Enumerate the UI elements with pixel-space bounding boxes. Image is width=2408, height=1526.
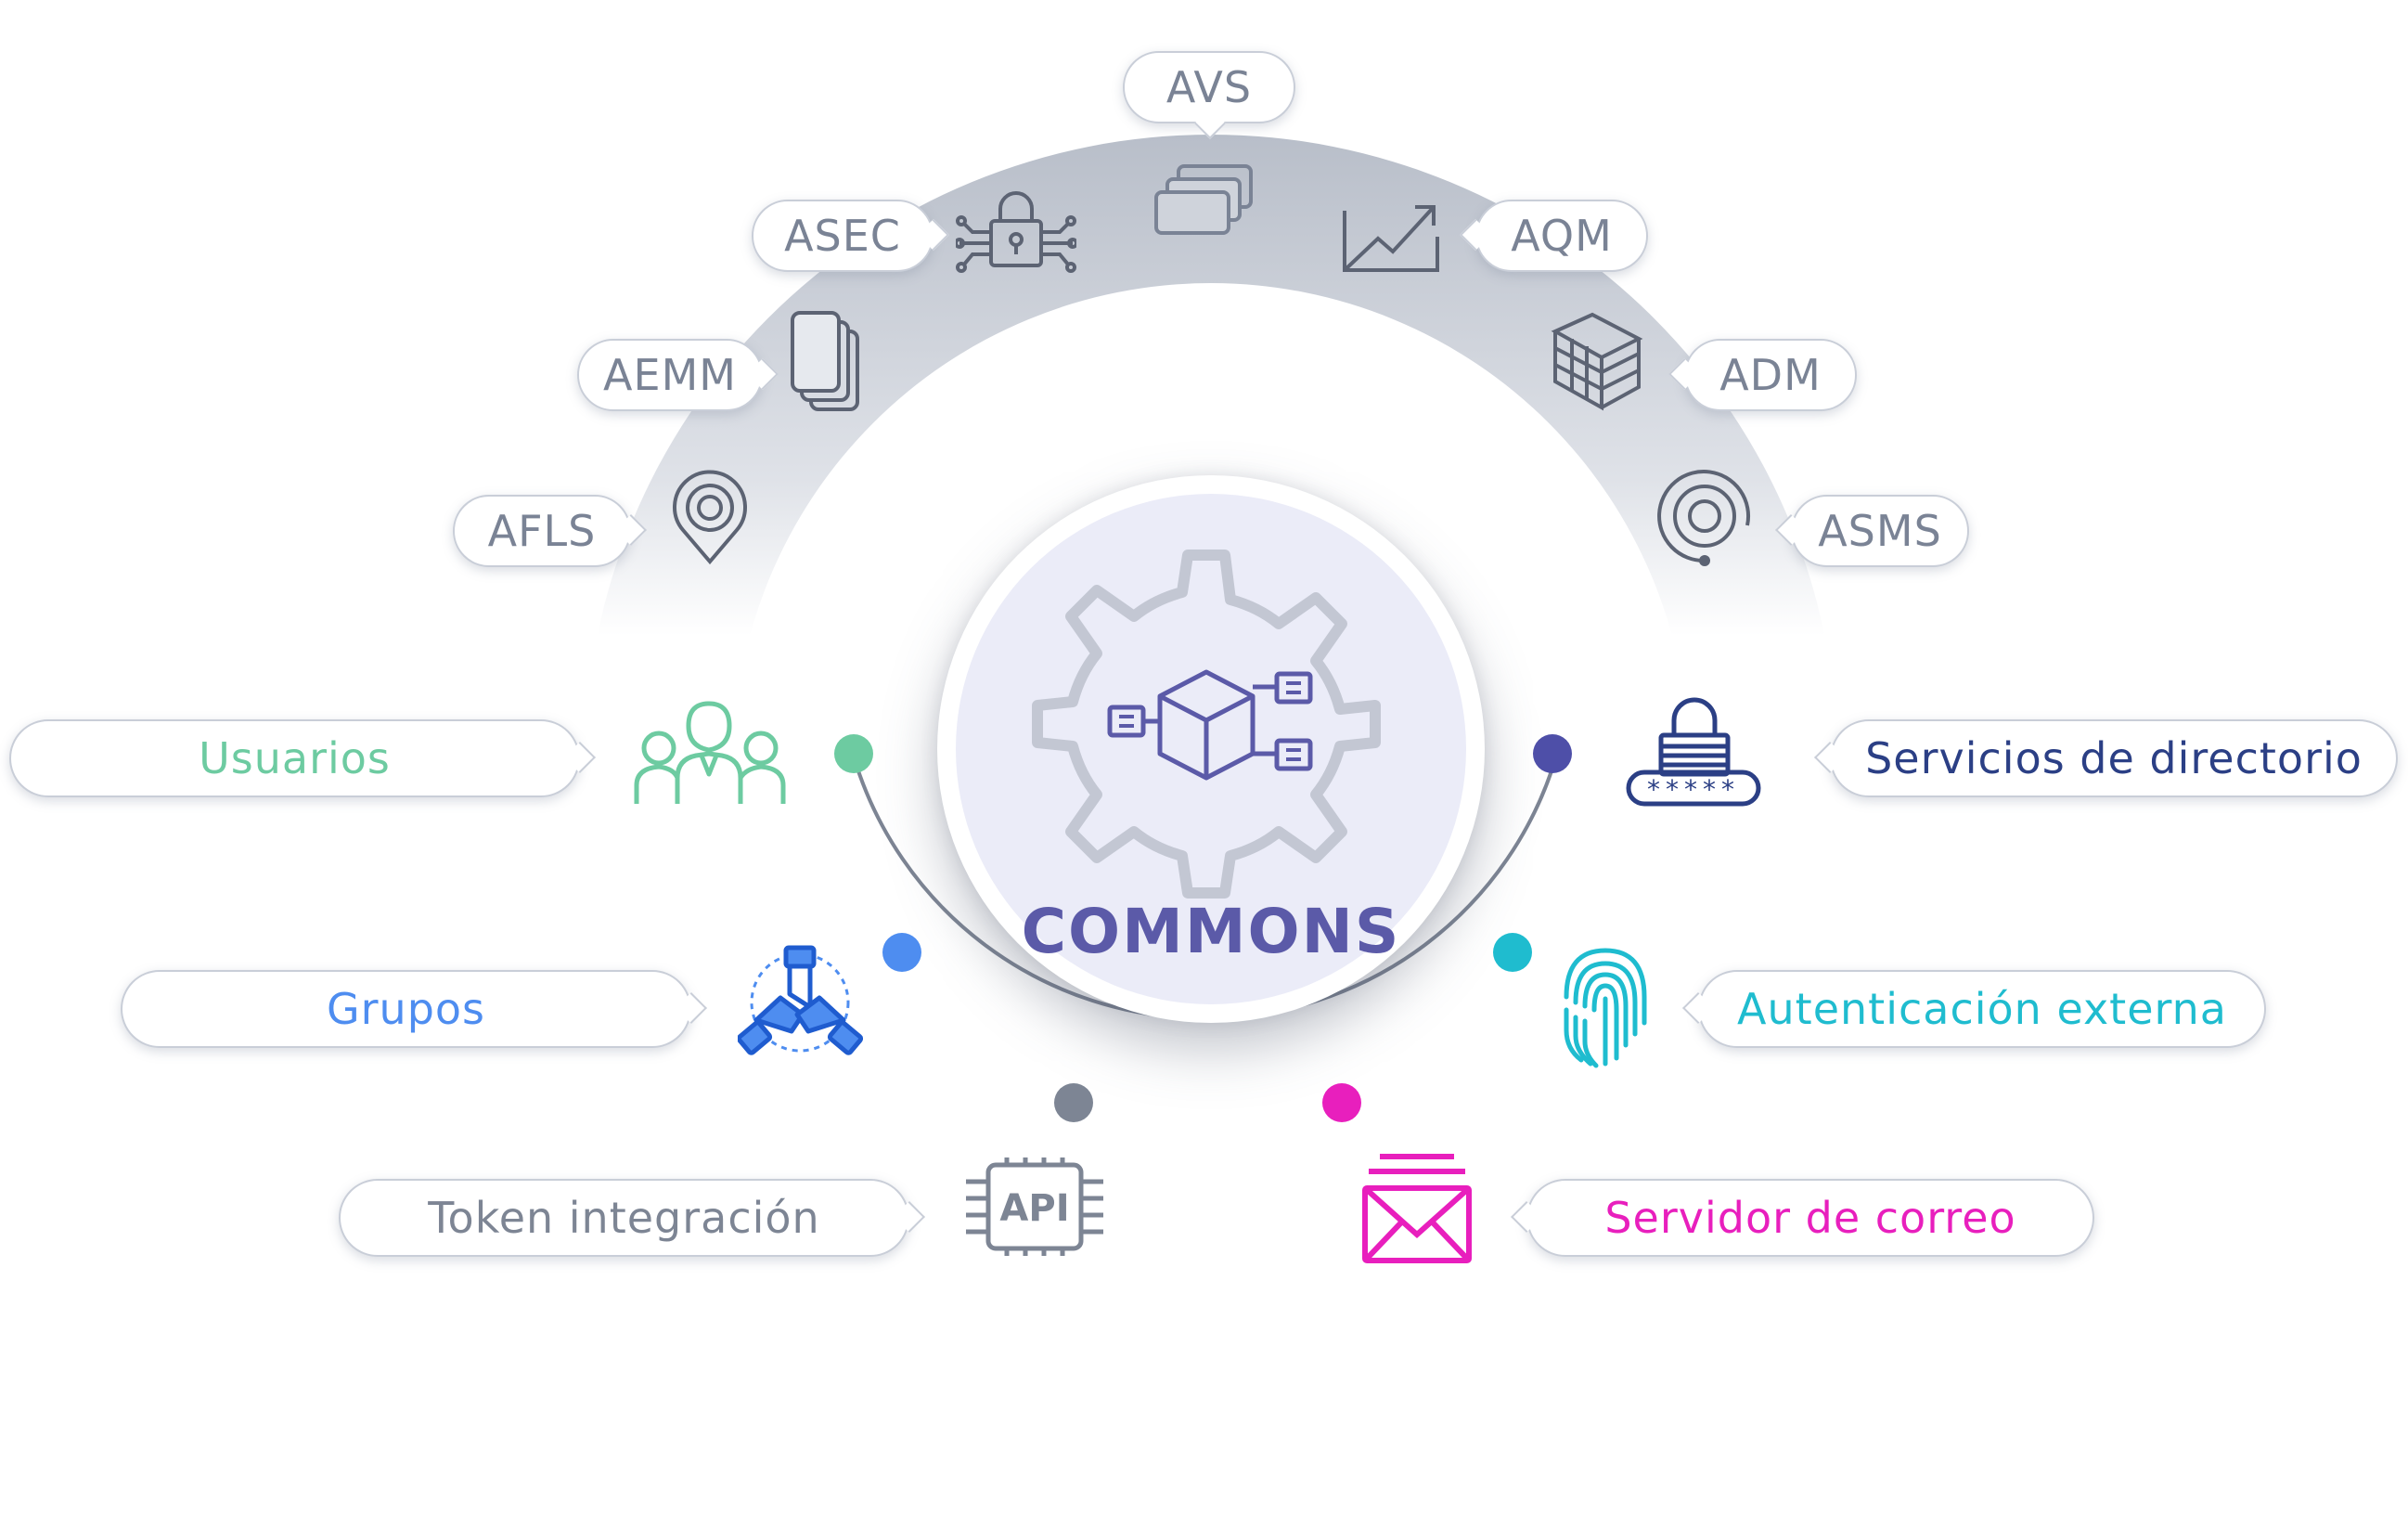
service-bubble-token[interactable]: Token integración <box>339 1179 925 1257</box>
module-label: AFLS <box>487 506 597 556</box>
module-bubble-asms[interactable]: ASMS <box>1775 495 1969 567</box>
service-bubble-grupos[interactable]: Grupos <box>121 970 707 1048</box>
module-bubble-aemm[interactable]: AEMM <box>577 339 779 411</box>
location-pin-icon <box>673 470 747 565</box>
stacked-windows-icon <box>1154 164 1253 235</box>
module-bubble-asec[interactable]: ASEC <box>752 200 949 272</box>
module-label: ASEC <box>784 211 901 261</box>
module-bubble-avs[interactable]: AVS <box>1123 51 1295 139</box>
hands-together-icon <box>738 945 863 1055</box>
module-label: AEMM <box>603 350 737 400</box>
dot-directorio <box>1533 734 1572 773</box>
trend-chart-icon <box>1343 205 1439 272</box>
mobile-devices-icon <box>791 311 859 411</box>
module-label: ASMS <box>1818 506 1942 556</box>
service-label: Autenticación externa <box>1737 984 2227 1034</box>
service-label: Servicios de directorio <box>1865 733 2363 783</box>
service-bubble-autenticacion[interactable]: Autenticación externa <box>1682 970 2266 1048</box>
dot-usuarios <box>834 734 873 773</box>
module-label: ADM <box>1719 350 1822 400</box>
module-label: AVS <box>1165 62 1253 112</box>
commons-title: COMMONS <box>1021 896 1401 967</box>
padlock-circuit-icon <box>956 191 1076 273</box>
mail-envelope-icon <box>1362 1154 1472 1263</box>
dot-token <box>1054 1083 1093 1122</box>
module-bubble-adm[interactable]: ADM <box>1668 339 1857 411</box>
module-arc-band <box>585 135 1837 761</box>
password-lock-icon: ***** <box>1626 697 1761 807</box>
dot-autenticacion <box>1493 933 1532 972</box>
service-bubble-directorio[interactable]: Servicios de directorio <box>1814 719 2398 797</box>
users-group-icon <box>634 701 786 804</box>
layered-blocks-icon <box>1551 312 1643 411</box>
module-bubble-aqm[interactable]: AQM <box>1460 200 1648 272</box>
service-label: Servidor de correo <box>1604 1193 2016 1243</box>
service-bubble-correo[interactable]: Servidor de correo <box>1511 1179 2094 1257</box>
target-dial-icon <box>1657 470 1751 566</box>
module-label: AQM <box>1511 211 1613 261</box>
service-label: Usuarios <box>199 733 391 783</box>
module-bubble-afls[interactable]: AFLS <box>453 495 647 567</box>
password-mask: ***** <box>1647 774 1740 805</box>
svg-text:API: API <box>999 1187 1069 1230</box>
gear-icon <box>1032 550 1381 899</box>
dot-correo <box>1322 1083 1361 1122</box>
service-bubble-usuarios[interactable]: Usuarios <box>9 719 596 797</box>
service-label: Grupos <box>326 984 486 1034</box>
fingerprint-icon <box>1564 948 1647 1068</box>
commons-core[interactable] <box>956 494 1466 1004</box>
dot-grupos <box>882 933 921 972</box>
gear-box-icon <box>1032 550 1381 899</box>
service-label: Token integración <box>428 1193 820 1243</box>
api-chip-icon: API <box>966 1157 1103 1256</box>
